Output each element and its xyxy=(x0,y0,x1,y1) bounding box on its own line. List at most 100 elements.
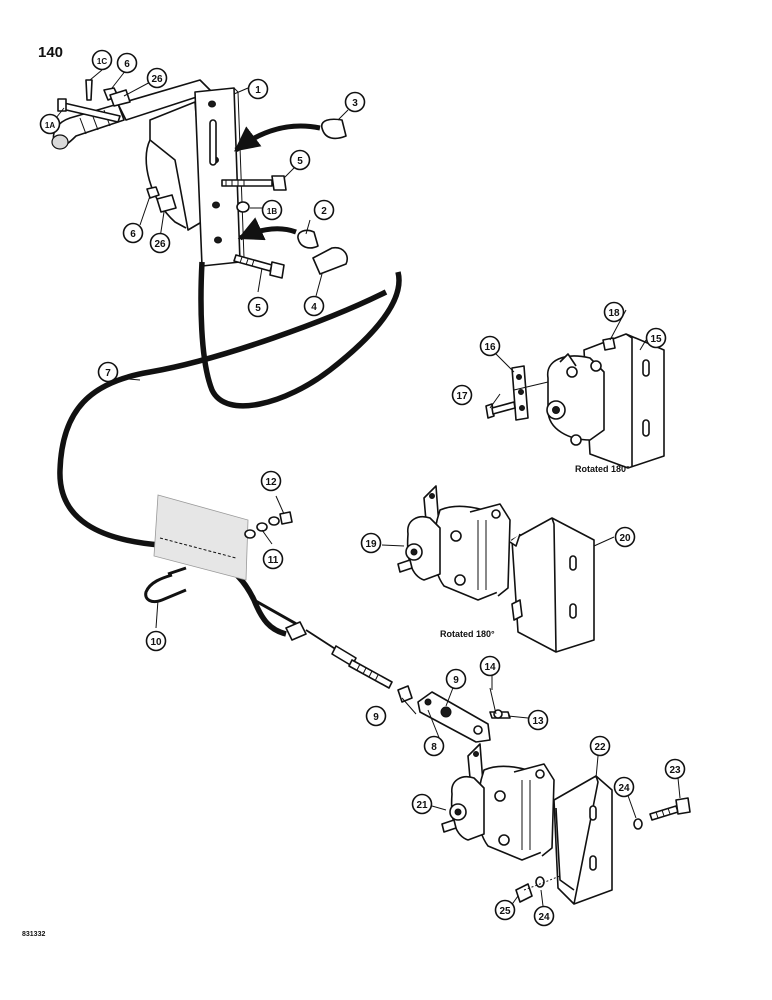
bolt-lower xyxy=(233,254,285,279)
callout-25: 25 xyxy=(494,899,516,921)
callout-6-upper: 6 xyxy=(116,52,138,74)
svg-text:8: 8 xyxy=(431,742,437,753)
svg-text:1B: 1B xyxy=(267,207,277,216)
callout-24-upper: 24 xyxy=(613,776,635,798)
svg-text:10: 10 xyxy=(150,637,162,648)
callout-16: 16 xyxy=(479,335,501,357)
caliper-19 xyxy=(397,485,511,601)
spacer-2 xyxy=(297,229,319,249)
callout-17: 17 xyxy=(451,384,473,406)
nut-12 xyxy=(279,511,293,525)
callout-2: 2 xyxy=(313,199,335,221)
svg-text:24: 24 xyxy=(538,912,550,923)
svg-text:13: 13 xyxy=(532,716,544,727)
leader-16-link xyxy=(513,381,549,391)
callout-6-lower: 6 xyxy=(122,222,144,244)
caption-rotated-mid: Rotated 180° xyxy=(440,629,495,639)
callout-24-lower: 24 xyxy=(533,905,555,927)
bolt-upper xyxy=(221,175,287,191)
svg-text:22: 22 xyxy=(594,742,606,753)
callout-26-lower: 26 xyxy=(149,232,171,254)
callout-1: 1 xyxy=(247,78,269,100)
svg-text:7: 7 xyxy=(105,368,111,379)
callout-11: 11 xyxy=(262,548,284,570)
bolt-23 xyxy=(649,797,691,821)
svg-text:24: 24 xyxy=(618,783,630,794)
svg-text:26: 26 xyxy=(154,239,166,250)
callout-26-upper: 26 xyxy=(146,67,168,89)
bracket-20 xyxy=(509,517,595,653)
callout-18: 18 xyxy=(603,301,625,323)
svg-text:1C: 1C xyxy=(97,57,107,66)
callout-9-lever: 9 xyxy=(445,668,467,690)
washers-11 xyxy=(244,516,280,539)
svg-text:12: 12 xyxy=(265,477,277,488)
caliper-top xyxy=(546,333,665,469)
callout-1a: 1A xyxy=(39,113,61,135)
svg-text:9: 9 xyxy=(453,675,459,686)
bolt-17 xyxy=(485,401,516,419)
washer-1b xyxy=(236,201,250,213)
svg-text:16: 16 xyxy=(484,342,496,353)
bracket-22 xyxy=(553,775,613,905)
svg-text:6: 6 xyxy=(130,229,136,240)
callout-23: 23 xyxy=(664,758,686,780)
svg-text:20: 20 xyxy=(619,533,631,544)
brake-lever-assembly xyxy=(51,79,245,267)
callout-14: 14 xyxy=(479,655,501,677)
svg-text:26: 26 xyxy=(151,74,163,85)
svg-text:25: 25 xyxy=(499,906,511,917)
washer-24-upper xyxy=(633,818,643,830)
svg-text:2: 2 xyxy=(321,206,327,217)
cotter-pin-14 xyxy=(489,687,497,715)
callout-3: 3 xyxy=(344,91,366,113)
svg-text:5: 5 xyxy=(255,303,261,314)
cable-mounting-bracket xyxy=(153,494,249,581)
caption-rotated-top: Rotated 180° xyxy=(575,464,630,474)
svg-text:1: 1 xyxy=(255,85,261,96)
svg-text:17: 17 xyxy=(456,391,468,402)
callout-15: 15 xyxy=(645,327,667,349)
drawing-code: 831332 xyxy=(22,931,45,938)
callout-4: 4 xyxy=(303,295,325,317)
svg-text:6: 6 xyxy=(124,59,130,70)
svg-text:9: 9 xyxy=(373,712,379,723)
callout-10: 10 xyxy=(145,630,167,652)
callout-5-lower: 5 xyxy=(247,296,269,318)
nut-25 xyxy=(515,883,533,903)
nut-9 xyxy=(397,685,413,703)
svg-text:18: 18 xyxy=(608,308,620,319)
svg-text:5: 5 xyxy=(297,156,303,167)
callout-19: 19 xyxy=(360,532,382,554)
callout-8: 8 xyxy=(423,735,445,757)
callout-20: 20 xyxy=(614,526,636,548)
spacer-3 xyxy=(320,118,347,140)
clip-4 xyxy=(312,246,348,275)
nut-18 xyxy=(602,337,616,351)
u-bolt-10 xyxy=(144,573,187,604)
svg-text:14: 14 xyxy=(484,662,496,673)
svg-text:1A: 1A xyxy=(45,121,55,130)
assembly-arrow-lower xyxy=(237,217,297,241)
caliper-21 xyxy=(441,743,555,861)
page-number: 140 xyxy=(38,44,63,61)
brake-cable xyxy=(57,261,402,689)
assembly-arrow-upper xyxy=(234,123,321,152)
svg-text:4: 4 xyxy=(311,302,317,313)
callout-13: 13 xyxy=(527,709,549,731)
callout-12: 12 xyxy=(260,470,282,492)
callout-1b: 1B xyxy=(261,199,283,221)
callout-22: 22 xyxy=(589,735,611,757)
svg-text:23: 23 xyxy=(669,765,681,776)
lever-8 xyxy=(417,691,491,743)
callout-5-upper: 5 xyxy=(289,149,311,171)
link-16 xyxy=(511,365,529,421)
svg-text:11: 11 xyxy=(268,555,279,566)
callout-21: 21 xyxy=(411,793,433,815)
svg-text:19: 19 xyxy=(365,539,377,550)
callout-9-nut: 9 xyxy=(365,705,387,727)
callout-7: 7 xyxy=(97,361,119,383)
svg-text:21: 21 xyxy=(416,800,428,811)
clevis-pin-13 xyxy=(489,709,511,719)
